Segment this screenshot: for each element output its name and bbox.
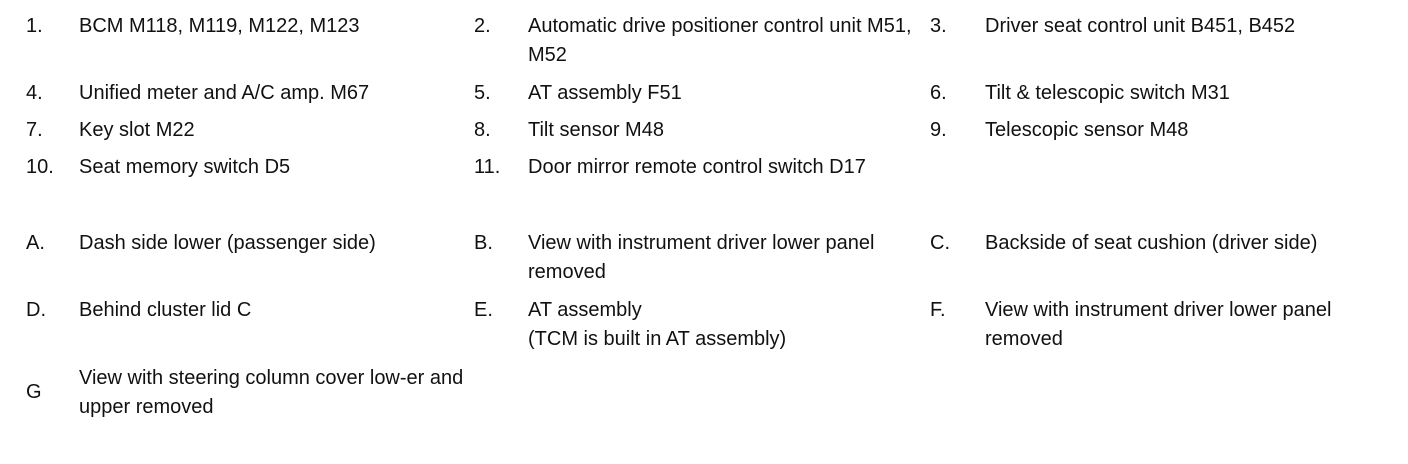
view-label: A. — [26, 232, 45, 254]
view-label: B. — [474, 232, 493, 254]
view-description-line-2: (TCM is built in AT assembly) — [528, 328, 787, 350]
item-description: Door mirror remote control switch D17 — [528, 156, 866, 178]
item-description: AT assembly F51 — [528, 82, 682, 104]
view-description: View with instrument driver lower panel … — [985, 299, 1332, 350]
view-description: AT assembly (TCM is built in AT assembly… — [528, 296, 923, 354]
item-number: 6. — [930, 82, 947, 104]
item-number: 4. — [26, 82, 43, 104]
item-number: 11. — [474, 156, 501, 178]
item-description: Telescopic sensor M48 — [985, 119, 1189, 141]
item-number: 1. — [26, 15, 43, 37]
view-description: Backside of seat cushion (driver side) — [985, 232, 1318, 254]
view-description: Dash side lower (passenger side) — [79, 232, 376, 254]
view-label: C. — [930, 232, 950, 254]
view-description: Behind cluster lid C — [79, 299, 252, 321]
view-label: F. — [930, 299, 946, 321]
view-description: View with instrument driver lower panel … — [528, 232, 875, 283]
item-description: Seat memory switch D5 — [79, 156, 291, 178]
item-number: 9. — [930, 119, 947, 141]
view-description-line-1: AT assembly — [528, 299, 642, 321]
item-description: Driver seat control unit B451, B452 — [985, 15, 1296, 37]
view-description: View with steering column cover low-er a… — [79, 367, 464, 418]
item-number: 5. — [474, 82, 491, 104]
item-number: 2. — [474, 15, 491, 37]
item-description: Tilt sensor M48 — [528, 119, 664, 141]
item-description: Key slot M22 — [79, 119, 195, 141]
item-number: 3. — [930, 15, 947, 37]
view-label: D. — [26, 299, 46, 321]
item-description: Automatic drive positioner control unit … — [528, 15, 912, 66]
item-number: 8. — [474, 119, 491, 141]
view-label: E. — [474, 299, 493, 321]
view-label: G — [26, 381, 42, 403]
item-number: 10. — [26, 156, 54, 178]
item-description: BCM M118, M119, M122, M123 — [79, 15, 360, 37]
item-description: Tilt & telescopic switch M31 — [985, 82, 1230, 104]
item-number: 7. — [26, 119, 43, 141]
item-description: Unified meter and A/C amp. M67 — [79, 82, 370, 104]
